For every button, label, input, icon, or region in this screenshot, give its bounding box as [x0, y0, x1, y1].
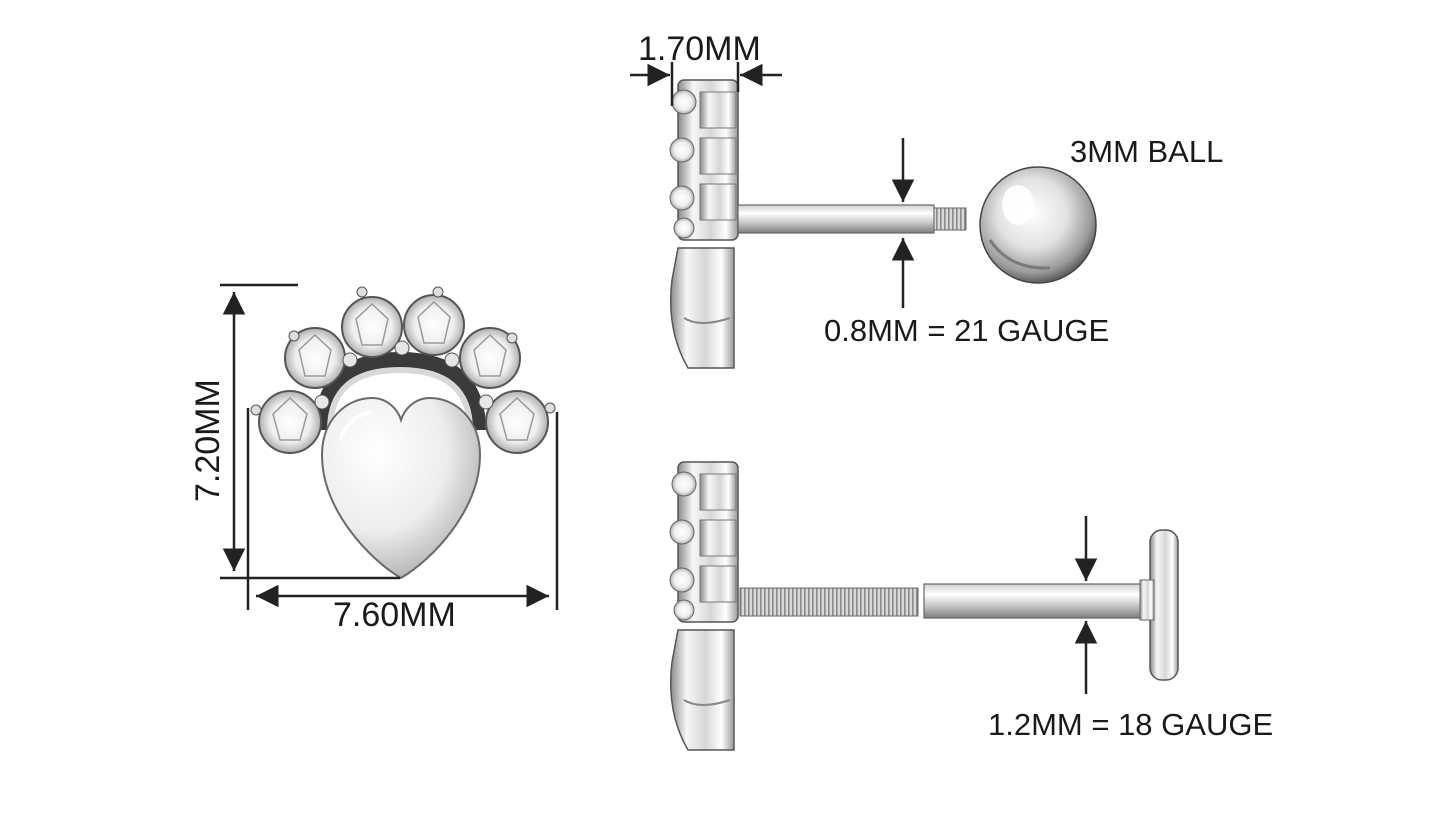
gem-2	[284, 327, 346, 389]
heart-charm	[320, 396, 482, 580]
side-view-ball-stud	[669, 79, 1097, 369]
ball-end	[979, 166, 1097, 284]
dimension-lines-side-top	[630, 62, 915, 308]
side-view-flat-back	[669, 461, 1179, 751]
ball-size-label: 3MM BALL	[1070, 134, 1224, 169]
front-view-earring	[250, 286, 556, 580]
gem-stones	[250, 286, 556, 454]
gem-3	[341, 286, 403, 358]
gem-6	[485, 390, 556, 454]
gauge-21-label: 0.8MM = 21 GAUGE	[824, 313, 1110, 348]
gem-1	[250, 390, 322, 454]
dimension-lines-front	[220, 283, 559, 610]
gem-4	[403, 286, 465, 356]
height-dimension-label: 7.20MM	[189, 379, 227, 502]
thickness-dimension-label: 1.70MM	[638, 30, 761, 68]
width-dimension-label: 7.60MM	[333, 596, 456, 634]
arch-setting	[314, 351, 486, 431]
gauge-18-label: 1.2MM = 18 GAUGE	[988, 707, 1274, 742]
gem-5	[459, 327, 521, 389]
